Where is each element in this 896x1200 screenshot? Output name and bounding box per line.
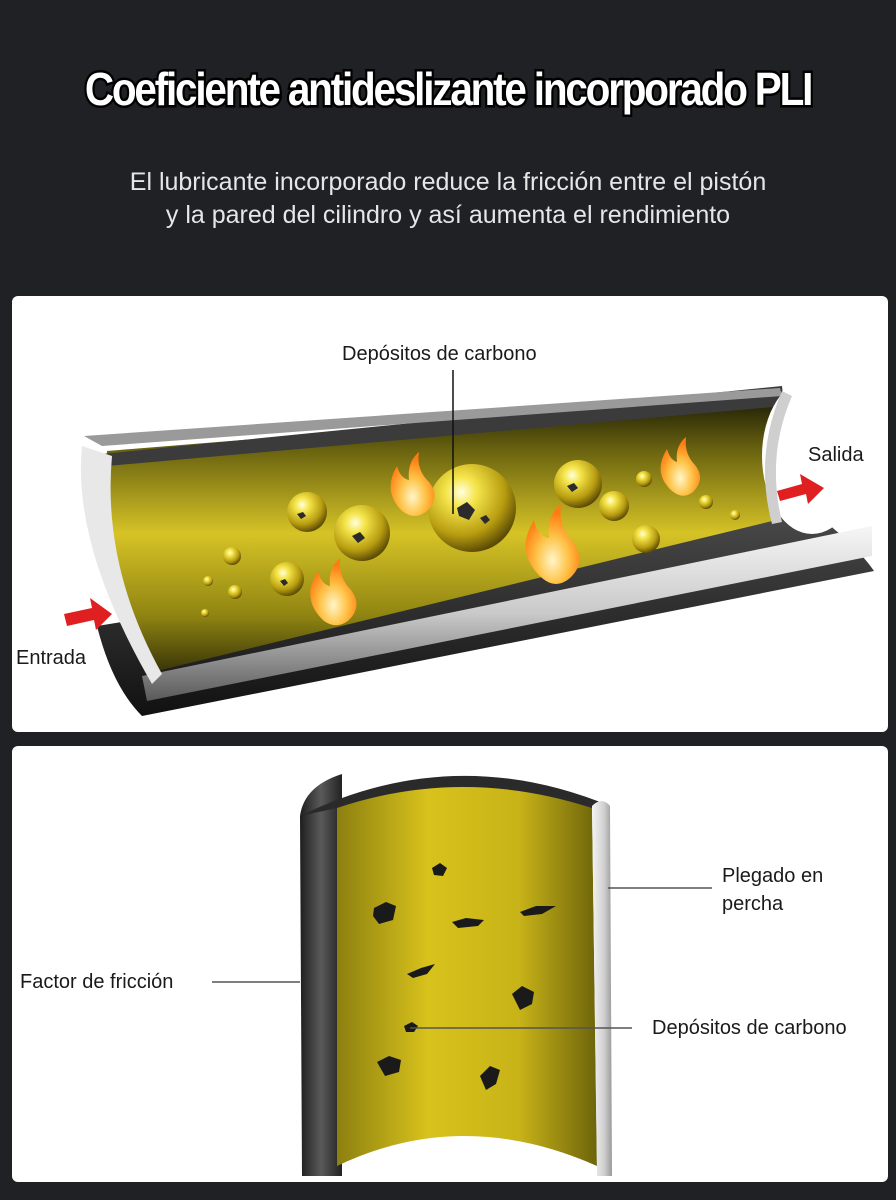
- inlet-arrow-icon: [64, 598, 112, 630]
- pipe-diagram-panel: Depósitos de carbono Salida Entrada: [12, 296, 888, 732]
- label-inlet: Entrada: [16, 647, 87, 669]
- subtitle-line-1: El lubricante incorporado reduce la fric…: [129, 168, 767, 196]
- outlet-arrow-icon: [777, 474, 824, 504]
- page-title: Coeficiente antideslizante incorporado P…: [83, 61, 816, 118]
- subtitle-line-2: y la pared del cilindro y así aumenta el…: [165, 201, 731, 229]
- cylinder-diagram-panel: Factor de fricción Plegado en percha Dep…: [12, 746, 888, 1182]
- label-hanger-fold: Plegado en percha: [722, 862, 823, 918]
- label-carbon-deposits-top: Depósitos de carbono: [342, 343, 537, 365]
- carbon-deposit-specks: [373, 863, 556, 1090]
- label-friction-factor: Factor de fricción: [20, 971, 174, 993]
- page-subtitle: El lubricante incorporado reduce la fric…: [0, 166, 896, 232]
- label-hanger-line-2: percha: [722, 893, 784, 915]
- flame-icons: [310, 437, 701, 626]
- pipe-illustration: [64, 370, 874, 716]
- label-carbon-deposits-bottom: Depósitos de carbono: [652, 1017, 847, 1039]
- lubricant-bubbles: [201, 460, 740, 617]
- label-outlet: Salida: [808, 444, 864, 466]
- cylinder-illustration: [212, 774, 712, 1182]
- label-hanger-line-1: Plegado en: [722, 865, 824, 887]
